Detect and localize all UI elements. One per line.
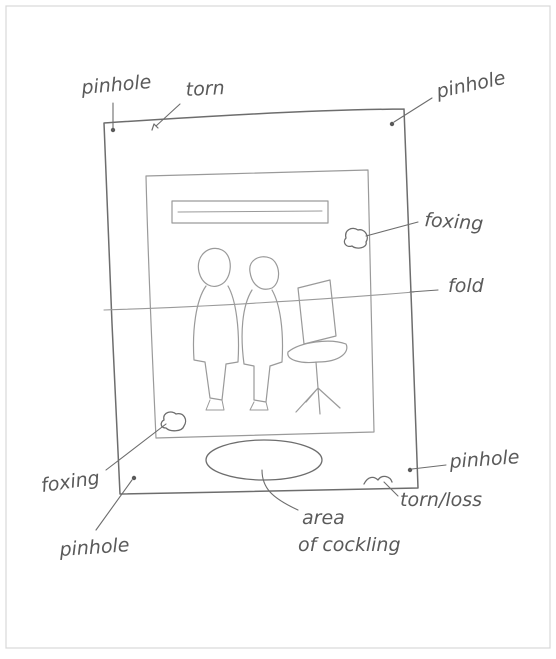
pinhole-mark-bottom-right xyxy=(408,468,412,472)
label-fold: fold xyxy=(448,275,485,297)
label-cockling-line1: area xyxy=(302,507,345,529)
pinhole-mark-bottom-left xyxy=(132,476,136,480)
label-torn-top: torn xyxy=(185,77,225,101)
pinhole-mark-top-right xyxy=(390,122,394,126)
label-cockling-line2: of cockling xyxy=(298,534,401,556)
label-torn-loss: torn/loss xyxy=(400,489,482,511)
label-foxing-right: foxing xyxy=(424,209,484,235)
